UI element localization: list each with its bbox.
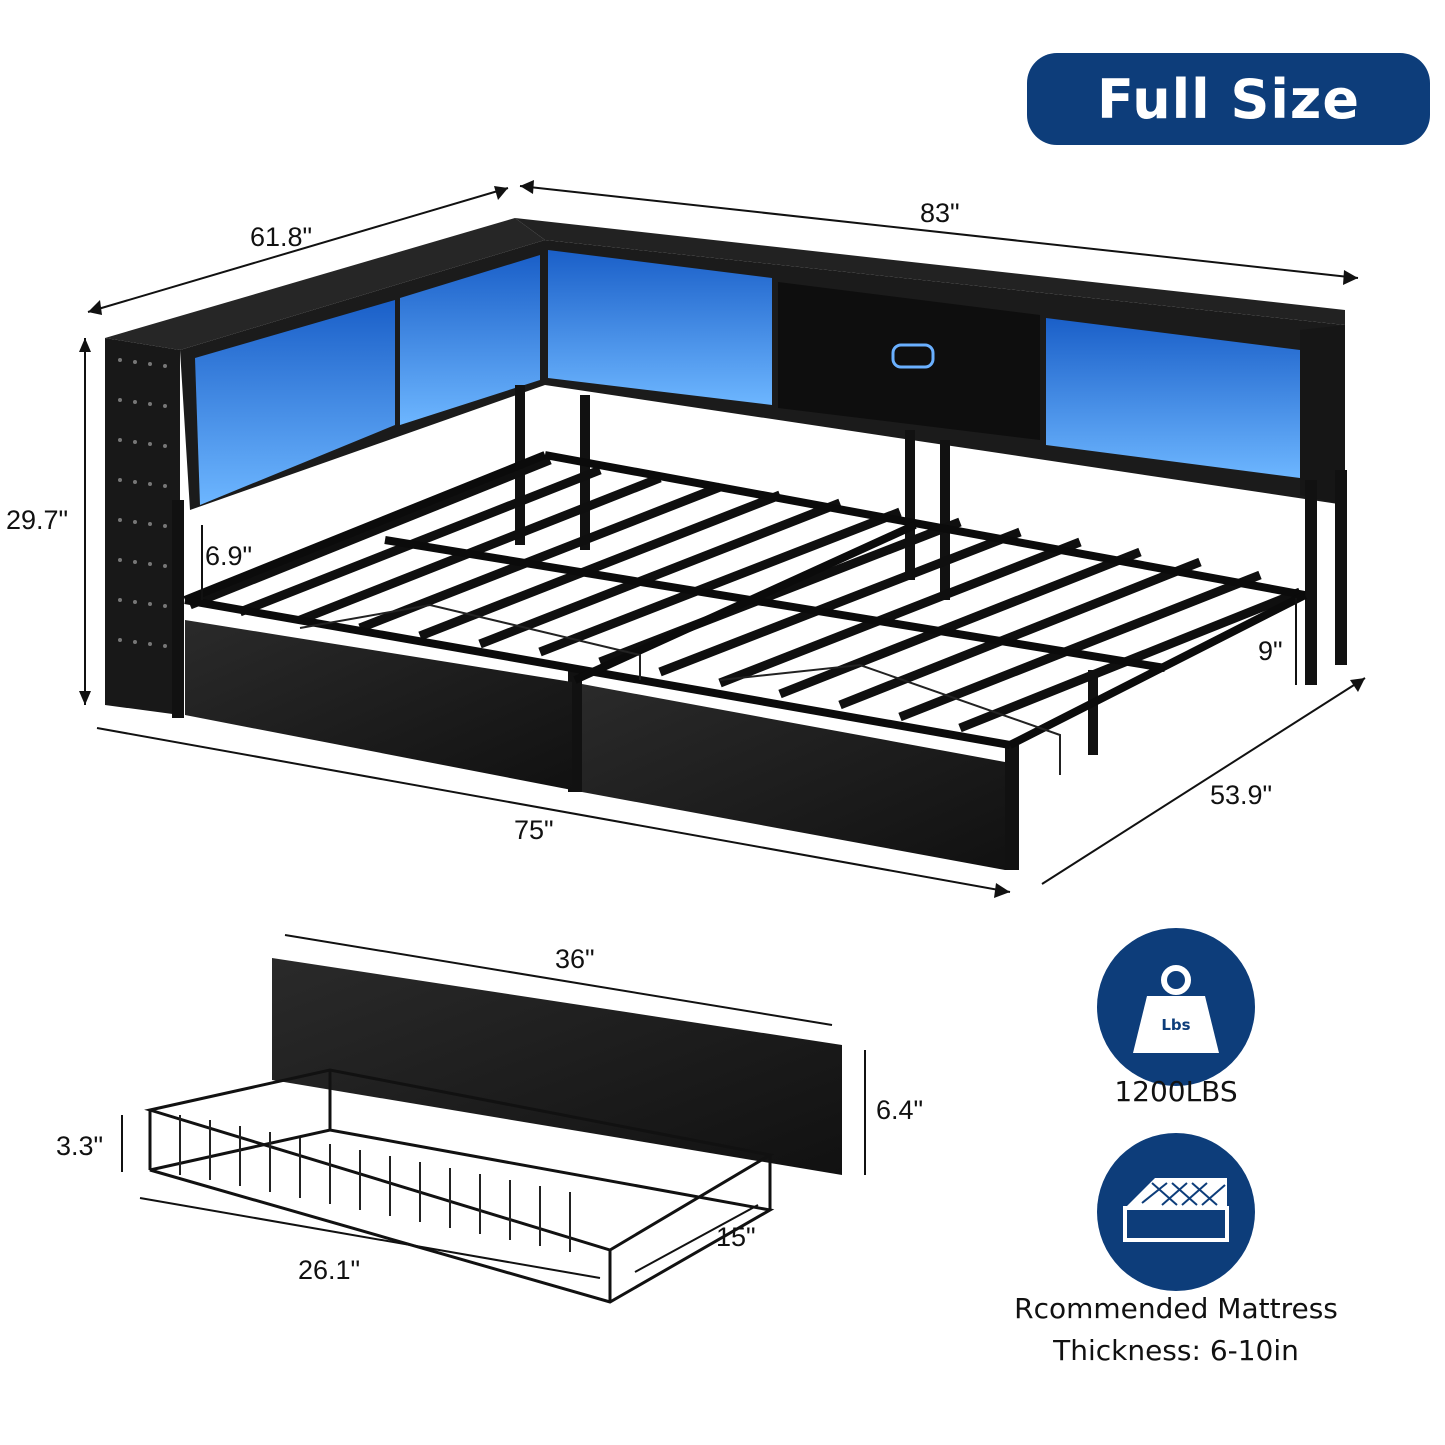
dim-headboard-length: 83" (920, 198, 960, 228)
side-panel (105, 338, 180, 715)
mattress-icon (1123, 1178, 1229, 1242)
head-cubby-2 (1046, 318, 1300, 478)
drawer-dimension-lines (121, 934, 866, 1279)
dim-basket-height: 3.3" (56, 1131, 104, 1161)
dim-height: 29.7" (6, 505, 69, 535)
weight-capacity-text: 1200LBS (1114, 1075, 1238, 1108)
under-bed-basket (299, 603, 1061, 775)
head-cubby-1 (548, 250, 772, 405)
dim-side-length: 61.8" (250, 222, 313, 252)
dim-drawer-panel-length: 36" (555, 944, 595, 974)
headboard-top (515, 218, 1345, 325)
dimension-arrowheads (79, 180, 1365, 898)
side-cubby-1 (195, 300, 395, 505)
pegboard-holes (118, 358, 167, 648)
size-badge-label: Full Size (1097, 67, 1360, 131)
dim-front-length: 75" (514, 815, 554, 845)
mattress-text-line2: Thickness: 6-10in (1053, 1334, 1299, 1367)
dim-basket-depth: 15" (716, 1222, 756, 1252)
side-cubby-2 (400, 255, 540, 425)
dim-width: 53.9" (1210, 780, 1273, 810)
basket-grid (179, 1115, 571, 1252)
front-drawer-left (185, 620, 572, 790)
mattress-text-line1: Rcommended Mattress (1014, 1292, 1338, 1325)
drawer-panel-detail (272, 958, 842, 1175)
dim-under-bed-clearance: 6.9" (205, 541, 253, 571)
drawer-front (778, 282, 1040, 440)
dim-frame-height: 9" (1258, 636, 1283, 666)
weight-icon (1133, 965, 1219, 1053)
side-shelf-top (105, 218, 545, 350)
weight-circle: Lbs (1097, 928, 1255, 1086)
size-badge: Full Size (1027, 53, 1430, 145)
right-end-panel (1300, 325, 1345, 505)
dimension-lines (84, 185, 1366, 893)
drawer-handle (891, 343, 935, 369)
dim-basket-length: 26.1" (298, 1255, 361, 1285)
mattress-circle (1097, 1133, 1255, 1291)
dim-drawer-panel-height: 6.4" (876, 1095, 924, 1125)
weight-icon-label: Lbs (1161, 1016, 1191, 1034)
front-drawer-right (582, 684, 1005, 870)
